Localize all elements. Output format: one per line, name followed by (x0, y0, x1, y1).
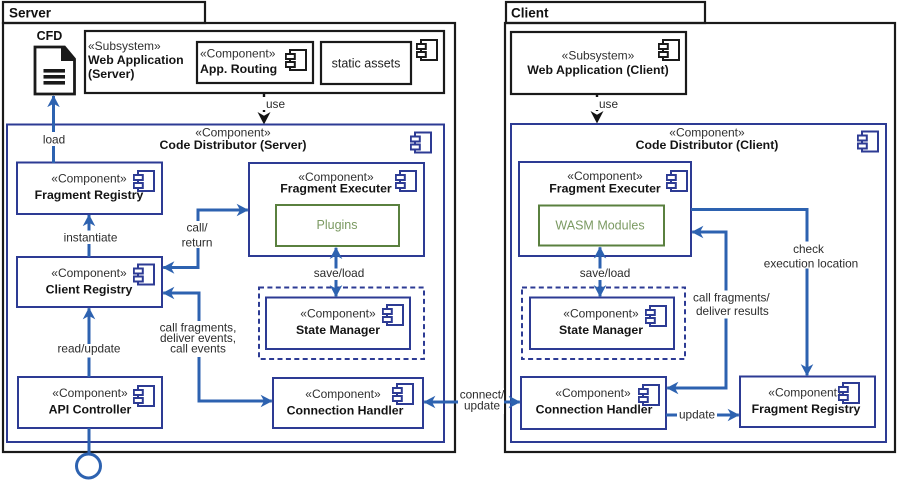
svg-text:«Component»: «Component» (200, 47, 276, 61)
svg-text:save/load: save/load (580, 266, 631, 280)
svg-text:«Component»: «Component» (298, 170, 374, 184)
svg-text:«Component»: «Component» (300, 307, 376, 321)
svg-text:Plugins: Plugins (317, 218, 358, 232)
svg-text:call/: call/ (187, 221, 209, 235)
svg-text:Fragment Executer: Fragment Executer (280, 182, 392, 196)
svg-text:Client: Client (511, 6, 549, 21)
svg-text:deliver events,: deliver events, (160, 331, 236, 345)
svg-text:(Server): (Server) (88, 67, 134, 81)
svg-text:save/load: save/load (314, 266, 365, 280)
svg-text:«Component»: «Component» (768, 386, 844, 400)
svg-text:call fragments,: call fragments, (160, 321, 237, 335)
svg-text:Web Application: Web Application (88, 53, 184, 67)
svg-text:instantiate: instantiate (64, 231, 118, 245)
svg-text:load: load (43, 133, 65, 147)
svg-text:read/update: read/update (58, 342, 121, 356)
svg-text:«Component»: «Component» (563, 307, 639, 321)
svg-text:API Controller: API Controller (49, 402, 132, 416)
svg-text:CFD: CFD (37, 29, 63, 43)
svg-text:«Subsystem»: «Subsystem» (562, 49, 635, 63)
svg-text:Server: Server (9, 6, 52, 21)
svg-text:«Component»: «Component» (555, 386, 631, 400)
svg-text:«Component»: «Component» (567, 169, 643, 183)
svg-text:State Manager: State Manager (296, 323, 380, 337)
svg-text:«Component»: «Component» (669, 126, 745, 140)
svg-text:check: check (793, 242, 824, 256)
svg-text:return: return (182, 236, 213, 250)
svg-text:static assets: static assets (332, 57, 401, 71)
svg-text:connect/: connect/ (460, 388, 505, 402)
svg-text:use: use (266, 97, 285, 111)
svg-text:execution location: execution location (764, 257, 858, 271)
svg-text:App. Routing: App. Routing (200, 62, 277, 76)
svg-text:Connection Handler: Connection Handler (536, 402, 653, 416)
svg-text:Code Distributor (Server): Code Distributor (Server) (160, 138, 307, 152)
svg-text:Client Registry: Client Registry (46, 282, 133, 296)
svg-text:update: update (464, 399, 501, 413)
svg-text:State Manager: State Manager (559, 323, 643, 337)
svg-text:Connection Handler: Connection Handler (287, 403, 404, 417)
svg-text:call fragments/: call fragments/ (693, 291, 770, 305)
svg-text:use: use (599, 97, 618, 111)
svg-text:Fragment Executer: Fragment Executer (549, 182, 661, 196)
svg-text:call events: call events (170, 342, 226, 356)
svg-text:Fragment Registry: Fragment Registry (35, 188, 144, 202)
svg-text:Code Distributor (Client): Code Distributor (Client) (636, 138, 779, 152)
svg-text:WASM Modules: WASM Modules (555, 219, 644, 233)
svg-text:Fragment Registry: Fragment Registry (752, 402, 861, 416)
svg-text:«Component»: «Component» (305, 387, 381, 401)
svg-text:Web Application (Client): Web Application (Client) (527, 63, 668, 77)
svg-text:«Component»: «Component» (52, 386, 128, 400)
svg-text:«Component»: «Component» (51, 266, 127, 280)
svg-text:update: update (679, 407, 716, 421)
svg-text:«Subsystem»: «Subsystem» (88, 39, 161, 53)
svg-text:«Component»: «Component» (51, 172, 127, 186)
svg-text:deliver results: deliver results (696, 304, 769, 318)
svg-text:«Component»: «Component» (195, 126, 271, 140)
